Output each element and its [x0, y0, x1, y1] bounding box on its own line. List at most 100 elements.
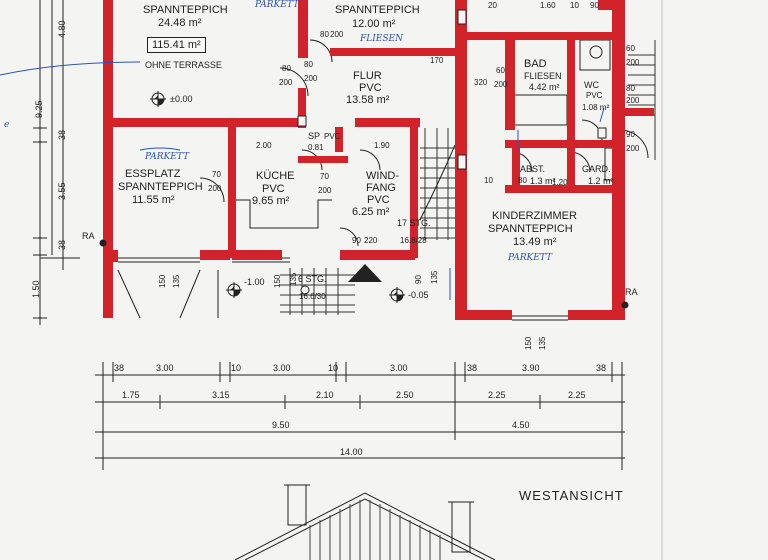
wohnen-handnote: PARKETT — [255, 0, 299, 10]
vdim-38b: 38 — [57, 239, 67, 250]
wohnen-note: OHNE TERRASSE — [145, 60, 222, 70]
kinder-floor: SPANNTEPPICH — [488, 223, 573, 235]
wohnen-floor: SPANNTEPPICH — [143, 4, 228, 16]
opening-dim: 2.00 — [256, 141, 272, 150]
opening-dim: 200 — [626, 96, 640, 105]
windfang-name: WIND- — [366, 170, 399, 182]
kueche-area: 9.65 m² — [252, 195, 290, 207]
windfang-floor: PVC — [367, 194, 390, 206]
window-dim: 135 — [538, 336, 547, 350]
opening-dim: 20 — [488, 1, 497, 10]
dim-row3: 9.50 — [272, 420, 290, 430]
zimmer-top-floor: SPANNTEPPICH — [335, 4, 420, 16]
bad-name: BAD — [524, 58, 547, 70]
vdim-925: 9.25 — [34, 100, 44, 118]
dim-row2: 3.15 — [212, 390, 230, 400]
wc-name: WC — [584, 80, 599, 90]
vdim-150: 1.50 — [31, 280, 41, 298]
window-dim: 150 — [158, 274, 167, 288]
dim-row4: 14.00 — [340, 447, 363, 457]
opening-dim: 1.20 — [552, 178, 568, 187]
vdim-480: 4.80 — [57, 20, 67, 38]
kueche-name: KÜCHE — [256, 170, 295, 182]
dim-row1: 38 — [467, 363, 478, 373]
opening-dim: 200 — [626, 58, 640, 67]
abst-area: 1.3 m² — [530, 176, 556, 186]
dim-row1: 3.00 — [390, 363, 408, 373]
opening-dim: 60 — [496, 66, 505, 75]
opening-dim: 90 — [590, 1, 599, 10]
sp-area: 0.81 — [308, 143, 324, 152]
opening-dim: 1.90 — [374, 141, 390, 150]
opening-dim: 80 — [320, 30, 329, 39]
kueche-floor: PVC — [262, 183, 285, 195]
windfang-name2: FANG — [366, 182, 396, 194]
wc-floor: PVC — [586, 91, 603, 100]
kinder-name: KINDERZIMMER — [492, 210, 577, 222]
dim-row1: 3.90 — [522, 363, 540, 373]
dim-row1: 38 — [114, 363, 125, 373]
opening-dim: 90 — [352, 236, 361, 245]
windfang-area: 6.25 m² — [352, 206, 390, 218]
essplatz-name: ESSPLATZ — [125, 168, 181, 180]
dim-row2: 1.75 — [122, 390, 140, 400]
gard-area: 1.2 m² — [588, 176, 614, 186]
opening-dim: 200 — [626, 144, 640, 153]
opening-dim: 200 — [330, 30, 344, 39]
opening-dim: 220 — [364, 236, 378, 245]
flur-area: 13.58 m² — [346, 94, 390, 106]
dim-row1: 38 — [596, 363, 607, 373]
ra-marker-left: RA — [82, 231, 95, 241]
opening-dim: 80 — [282, 64, 291, 73]
vdim-355: 3.55 — [57, 182, 67, 200]
window-dim: 150 — [273, 274, 282, 288]
flur-name: FLUR — [353, 70, 382, 82]
opening-dim: 200 — [208, 184, 222, 193]
stair-1-label: 17 STG. — [397, 218, 431, 228]
level-3: -0.05 — [408, 290, 429, 300]
total-area-box: 115.41 m² — [147, 37, 206, 53]
window-dim: 135 — [430, 270, 439, 284]
dim-row2: 2.10 — [316, 390, 334, 400]
sp-floor: PVC — [324, 132, 341, 141]
opening-dim: 200 — [304, 74, 318, 83]
opening-dim: 90 — [626, 130, 635, 139]
dim-row2: 2.25 — [568, 390, 586, 400]
window-dim: 150 — [524, 336, 533, 350]
opening-dim: 200 — [318, 186, 332, 195]
essplatz-handnote: PARKETT — [145, 152, 189, 162]
stair-2-label: 6 STG. — [298, 274, 327, 284]
dim-row2: 2.25 — [488, 390, 506, 400]
essplatz-area: 11.55 m² — [132, 194, 175, 206]
stair-1-ratio: 16.8/28 — [400, 236, 427, 245]
margin-note: e — [4, 120, 10, 130]
view-title: WESTANSICHT — [519, 488, 624, 503]
opening-dim: 200 — [279, 78, 293, 87]
opening-dim: 170 — [430, 56, 444, 65]
bad-floor: FLIESEN — [524, 71, 562, 81]
kinder-area: 13.49 m² — [513, 236, 557, 248]
wc-area: 1.08 m² — [582, 103, 610, 112]
bad-area: 4.42 m² — [529, 82, 560, 92]
opening-dim: 200 — [494, 80, 508, 89]
opening-dim: 60 — [626, 44, 635, 53]
opening-dim: 70 — [212, 170, 221, 179]
opening-dim: 10 — [484, 176, 493, 185]
opening-dim: 70 — [320, 172, 329, 181]
opening-dim: 80 — [626, 84, 635, 93]
dim-row2: 2.50 — [396, 390, 414, 400]
ra-marker-right: RA — [625, 287, 638, 297]
dim-row1: 10 — [328, 363, 339, 373]
opening-dim: 80 — [304, 60, 313, 69]
window-dim: 135 — [289, 272, 298, 286]
vdim-38a: 38 — [57, 129, 67, 140]
dim-row1: 10 — [231, 363, 242, 373]
abst-name: ABST. — [520, 164, 546, 174]
zimmer-top-area: 12.00 m² — [352, 18, 396, 30]
zimmer-top-handnote: FLIESEN — [360, 34, 403, 44]
stair-2-ratio: 16.6/30 — [299, 292, 326, 301]
flur-floor: PVC — [359, 82, 382, 94]
gard-name: GARD. — [582, 164, 611, 174]
opening-dim: 10 — [570, 1, 579, 10]
